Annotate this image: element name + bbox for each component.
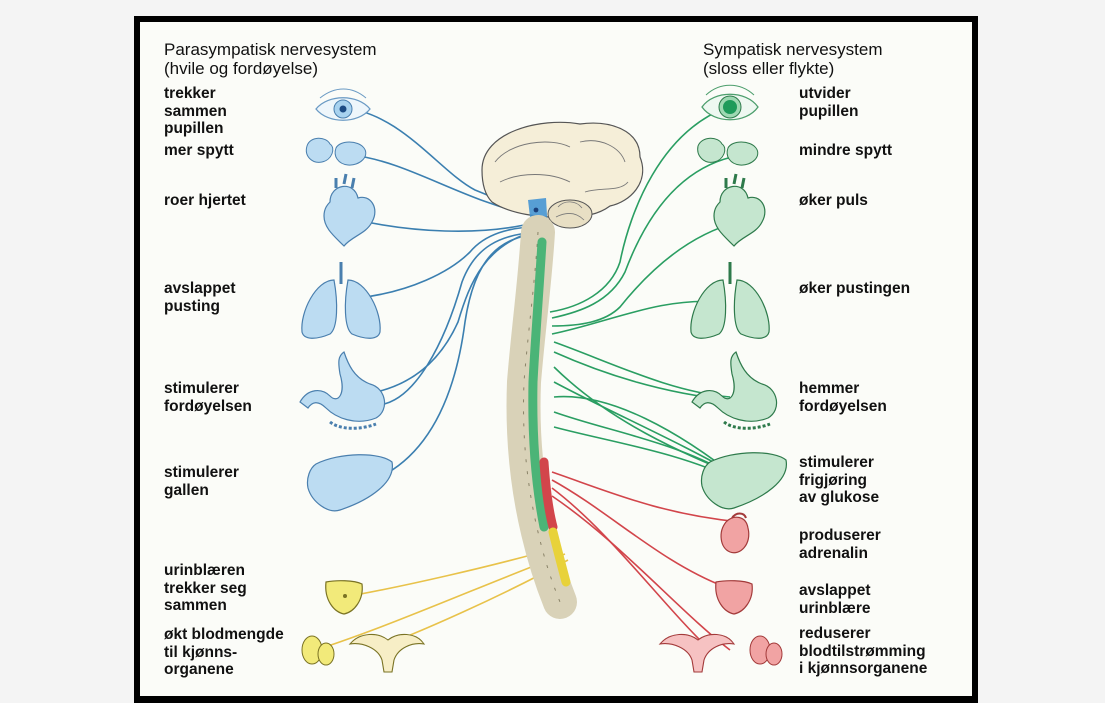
- label-right-heart: øker puls: [799, 192, 868, 210]
- label-left-heart: roer hjertet: [164, 192, 246, 210]
- parasympathetic-heading: Parasympatisk nervesystem(hvile og fordø…: [164, 40, 377, 78]
- left-genitals-icon: [302, 634, 424, 672]
- label-right-eye: utvider pupillen: [799, 85, 858, 120]
- left-stomach-icon: [300, 352, 385, 428]
- label-left-saliva: mer spytt: [164, 142, 234, 160]
- right-lungs-icon: [691, 262, 769, 338]
- diagram-panel: Parasympatisk nervesystem(hvile og fordø…: [140, 22, 972, 696]
- label-left-stomach: stimulerer fordøyelsen: [164, 380, 252, 415]
- label-right-stomach: hemmer fordøyelsen: [799, 380, 887, 415]
- brain-illustration: [482, 122, 643, 234]
- right-salivary-icon: [698, 138, 758, 165]
- label-right-bladder: avslappet urinblære: [799, 582, 871, 617]
- label-left-genitals: økt blodmengde til kjønns- organene: [164, 626, 284, 679]
- label-left-bladder: urinblæren trekker seg sammen: [164, 562, 247, 615]
- left-eye-icon: [316, 89, 370, 120]
- right-eye-icon: [702, 85, 758, 120]
- left-heart-icon: [324, 174, 375, 246]
- right-heart-icon: [714, 174, 765, 246]
- right-stomach-icon: [692, 352, 777, 428]
- left-salivary-icon: [306, 138, 365, 165]
- label-right-lungs: øker pustingen: [799, 280, 910, 298]
- spinal-column: [524, 232, 566, 602]
- label-right-liver: stimulerer frigjøring av glukose: [799, 454, 879, 507]
- left-lungs-icon: [302, 262, 380, 338]
- right-liver-icon: [701, 453, 786, 509]
- label-left-lungs: avslappet pusting: [164, 280, 236, 315]
- right-adrenal-icon: [721, 514, 749, 553]
- label-right-genitals: reduserer blodtilstrømming i kjønnsorgan…: [799, 625, 927, 678]
- left-bladder-icon: [326, 581, 363, 614]
- left-liver-icon: [307, 455, 392, 511]
- right-bladder-icon: [716, 581, 753, 614]
- label-left-eye: trekker sammen pupillen: [164, 85, 227, 138]
- sympathetic-heading: Sympatisk nervesystem(sloss eller flykte…: [703, 40, 883, 78]
- label-right-adrenal: produserer adrenalin: [799, 527, 881, 562]
- label-left-liver: stimulerer gallen: [164, 464, 239, 499]
- label-right-saliva: mindre spytt: [799, 142, 892, 160]
- right-genitals-icon: [660, 634, 782, 672]
